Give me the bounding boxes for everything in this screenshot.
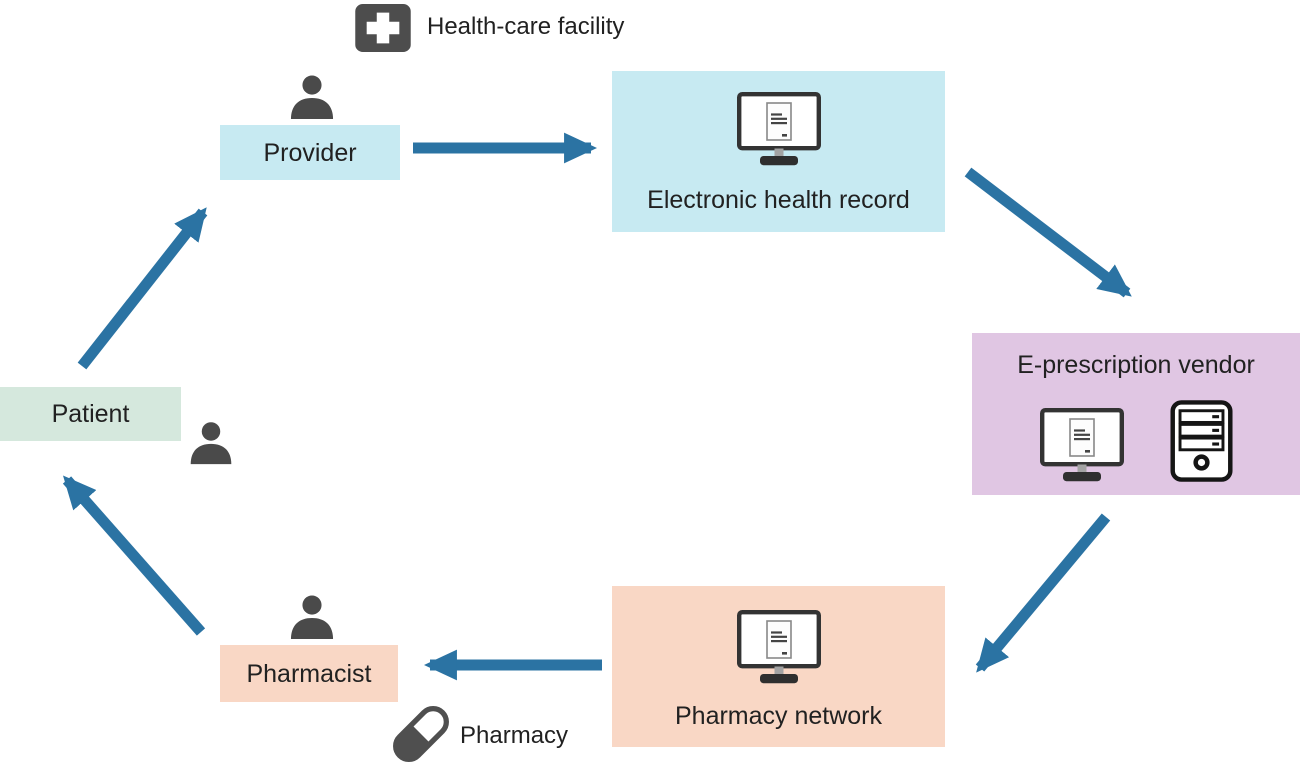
pharmacy-network-label: Pharmacy network [674, 702, 883, 730]
provider-box: Provider [220, 125, 400, 180]
patient-box: Patient [0, 387, 181, 441]
e-prescription-vendor-label: E-prescription vendor [1017, 351, 1255, 379]
pharmacy-network-box: Pharmacy network [612, 586, 945, 747]
arrow-patient-to-provider [77, 207, 208, 370]
pharmacist-label: Pharmacist [246, 659, 372, 688]
pharmacist-box: Pharmacist [220, 645, 398, 702]
arrow-ehr-to-vendor [964, 167, 1132, 298]
arrow-vendor-to-pharmacy-network [975, 513, 1111, 673]
health-care-facility-label: Health-care facility [427, 13, 625, 40]
patient-label: Patient [51, 400, 130, 428]
e-prescription-vendor-box: E-prescription vendor [972, 333, 1300, 495]
electronic-health-record-label: Electronic health record [647, 186, 910, 214]
arrow-pharmacist-to-patient [62, 475, 206, 636]
provider-label: Provider [263, 138, 357, 167]
electronic-health-record-box: Electronic health record [612, 71, 945, 232]
pharmacy-label: Pharmacy [460, 722, 569, 749]
